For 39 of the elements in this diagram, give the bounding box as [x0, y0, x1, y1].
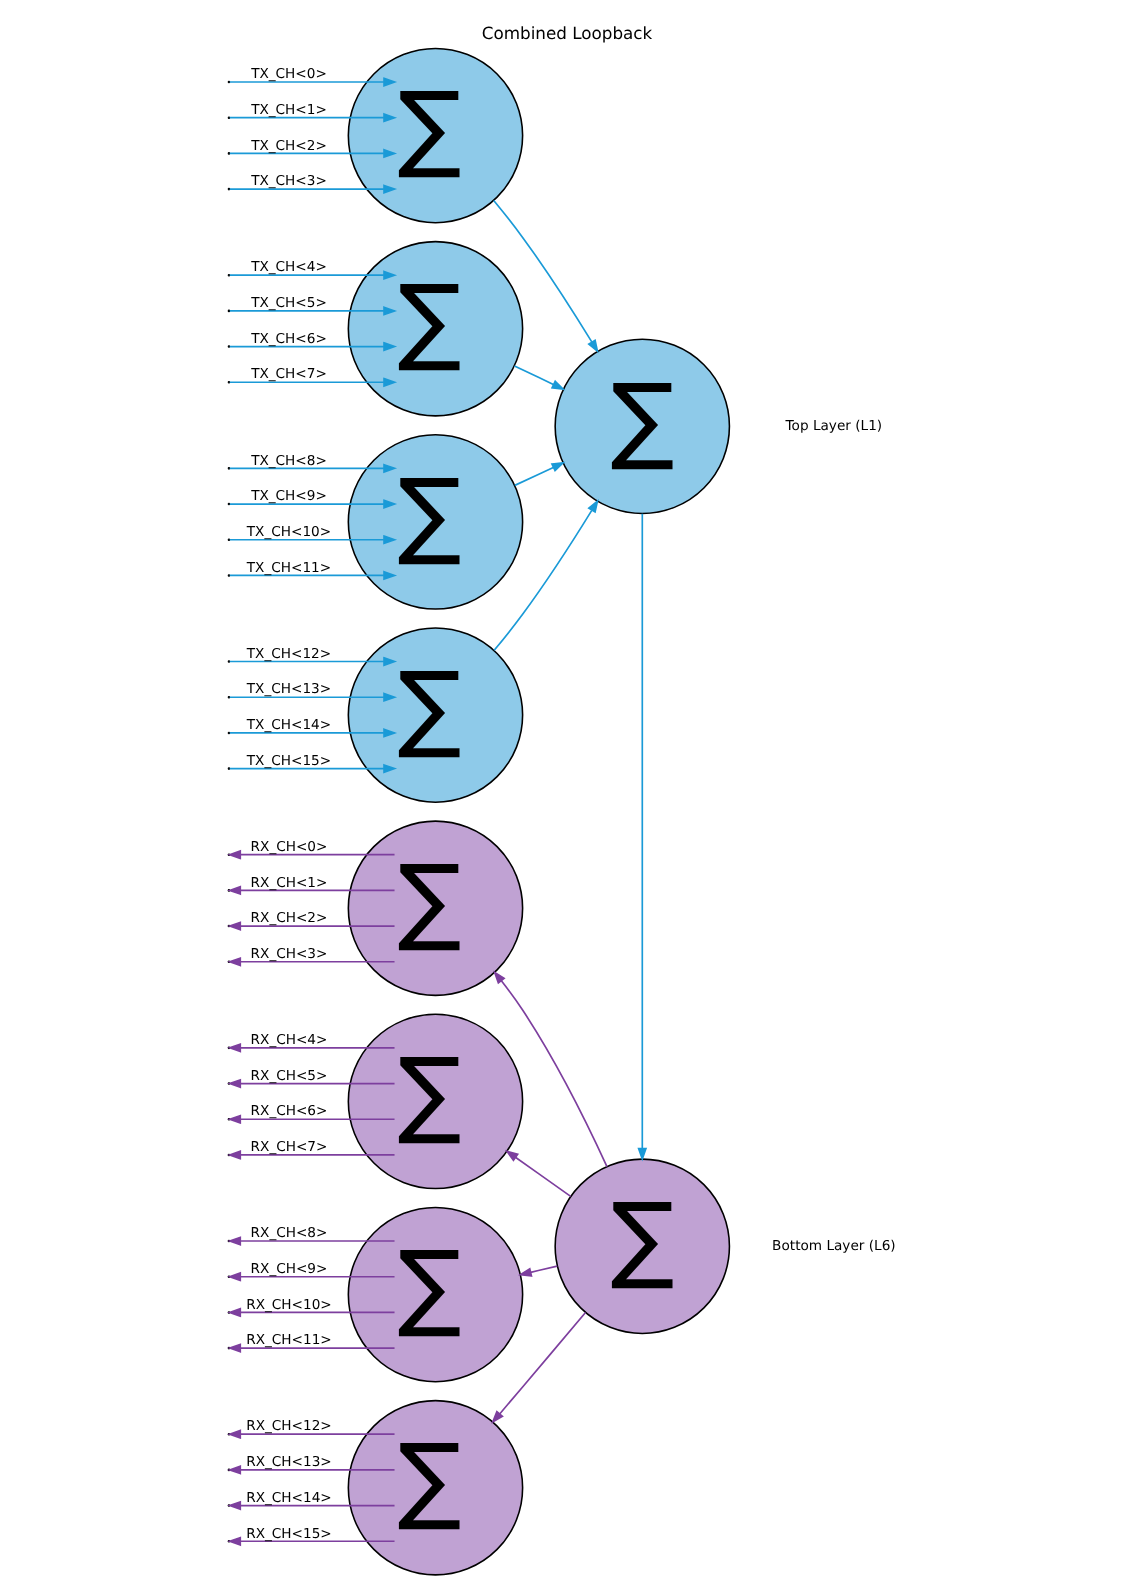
arrow: [227, 148, 397, 159]
diagram-title: Combined Loopback: [480, 22, 652, 43]
arrow: [227, 341, 397, 352]
node-circle: ∑: [346, 627, 523, 803]
node-circle: ∑: [553, 1158, 730, 1335]
node-circle: ∑: [346, 1206, 523, 1383]
arrow: [490, 1311, 586, 1424]
arrow: [512, 365, 565, 391]
node-circle: ∑: [346, 240, 523, 417]
arrow: [226, 1078, 395, 1089]
arrow: [492, 499, 598, 652]
arrow: [227, 463, 397, 474]
arrow: [227, 77, 397, 87]
arrow: [227, 270, 397, 281]
arrow: [636, 512, 647, 1162]
arrow: [227, 656, 397, 667]
node-circle: ∑: [346, 1399, 523, 1576]
arrow: [491, 199, 598, 354]
arrow: [227, 112, 397, 123]
arrow: [227, 763, 397, 774]
arrow: [227, 499, 397, 509]
arrow: [226, 1307, 395, 1318]
arrow: [512, 461, 565, 487]
arrow: [227, 377, 397, 388]
arrow: [516, 1265, 557, 1277]
arrow: [227, 306, 397, 316]
arrow: [226, 849, 395, 860]
arrow: [227, 692, 397, 703]
arrow: [503, 1149, 571, 1198]
arrow: [227, 728, 397, 738]
arrow: [227, 570, 397, 581]
arrow: [492, 970, 607, 1168]
node-circle: ∑: [346, 47, 523, 224]
arrow: [227, 534, 397, 545]
arrow: [227, 184, 397, 194]
arrow: [226, 885, 395, 896]
node-circle: ∑: [346, 820, 523, 997]
arrow: [226, 1500, 395, 1511]
node-circle: ∑: [346, 433, 523, 610]
